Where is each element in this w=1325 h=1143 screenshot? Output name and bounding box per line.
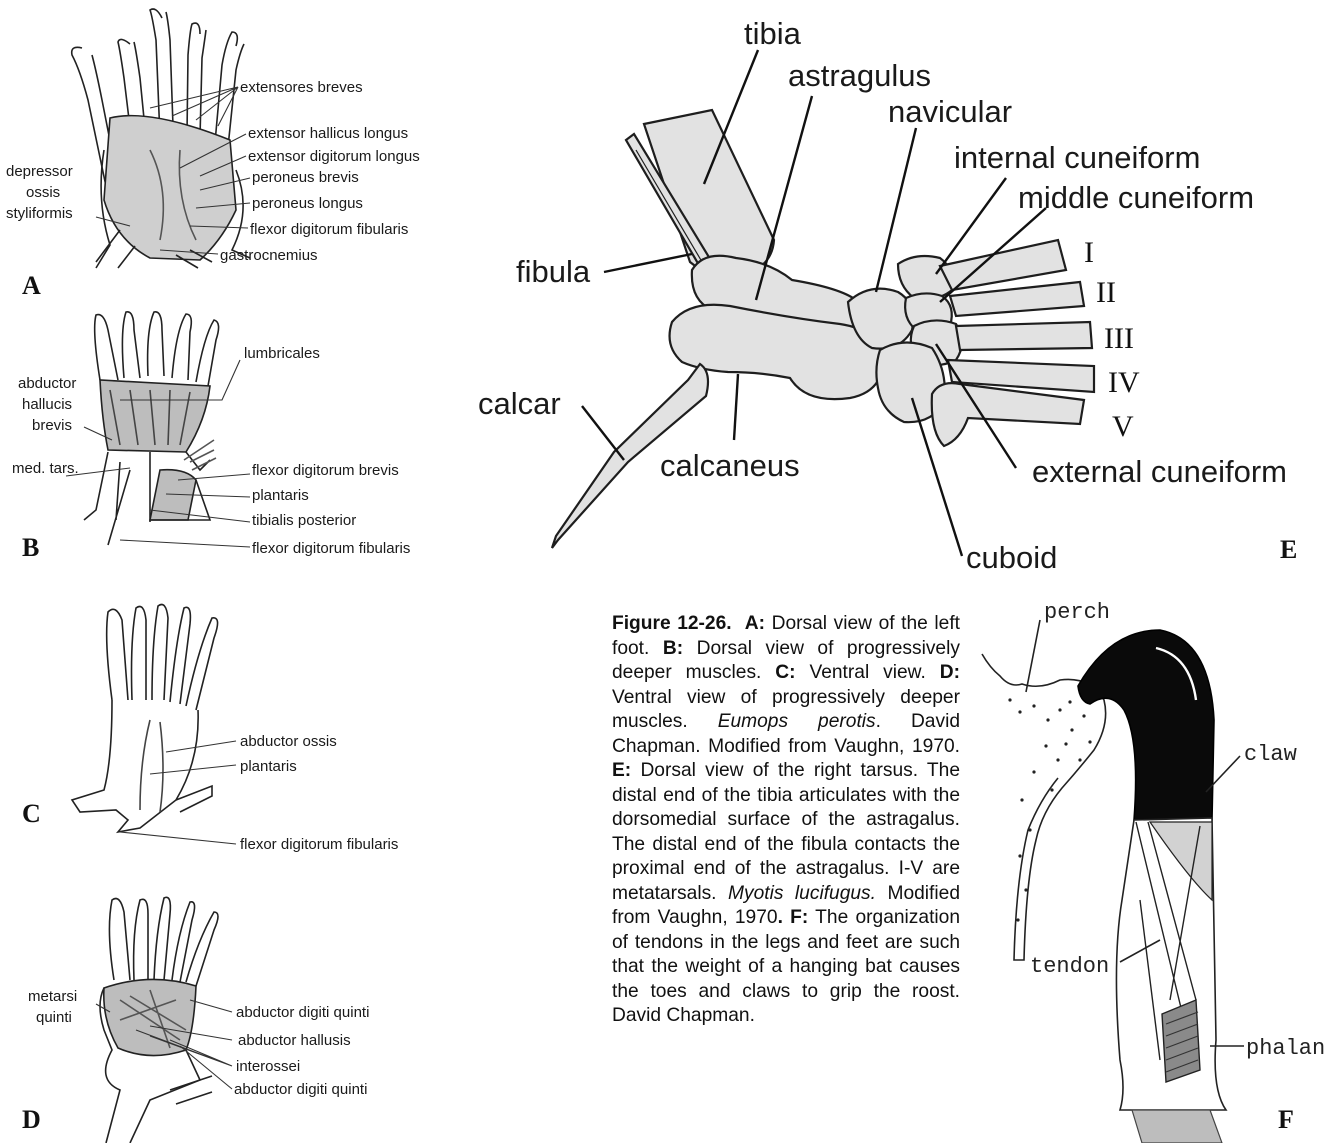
label-external-cuneiform: external cuneiform — [1032, 454, 1287, 489]
caption-c-label: C: — [775, 662, 795, 683]
panel-letter-a: A — [22, 271, 41, 300]
label-tibia: tibia — [744, 16, 802, 51]
label-extensor-hallicus-longus: extensor hallicus longus — [248, 125, 408, 142]
caption-c-text: Ventral view. — [809, 662, 925, 683]
label-astragulus: astragulus — [788, 58, 931, 93]
panel-d-foot-drawing — [100, 897, 218, 1143]
label-navicular: navicular — [888, 94, 1012, 129]
perch-texture — [1008, 698, 1091, 921]
label-lumbricales: lumbricales — [244, 345, 320, 362]
label-quinti: quinti — [36, 1009, 72, 1026]
panel-d-labels: metarsi quinti abductor digiti quinti ab… — [22, 988, 369, 1134]
label-styliformis: styliformis — [6, 205, 73, 222]
panel-a-foot-drawing — [72, 9, 250, 268]
label-calcaneus: calcaneus — [660, 448, 800, 483]
label-calcar: calcar — [478, 386, 561, 421]
caption-e-label: E: — [612, 760, 631, 781]
label-flexor-digitorum-fibularis: flexor digitorum fibularis — [250, 221, 408, 238]
panel-e-tarsus-drawing — [552, 110, 1094, 548]
metatarsal-label-4: IV — [1108, 366, 1140, 399]
label-abductor: abductor — [18, 375, 76, 392]
label-perch: perch — [1044, 600, 1110, 625]
caption-d-label: D: — [940, 662, 960, 683]
label-plantaris-c: plantaris — [240, 758, 297, 775]
label-extensores-breves: extensores breves — [240, 79, 363, 96]
label-brevis: brevis — [32, 417, 72, 434]
metatarsal-label-3: III — [1104, 322, 1134, 355]
label-fibula: fibula — [516, 254, 591, 289]
label-extensor-digitorum-longus: extensor digitorum longus — [248, 148, 420, 165]
metatarsal-label-2: II — [1096, 276, 1116, 309]
label-gastrocnemius: gastrocnemius — [220, 247, 318, 264]
label-hallucis: hallucis — [22, 396, 72, 413]
label-abductor-digiti-quinti-top: abductor digiti quinti — [236, 1004, 369, 1021]
figure-caption: Figure 12-26. A: Dorsal view of the left… — [612, 612, 960, 1029]
label-flexor-digitorum-fibularis-c: flexor digitorum fibularis — [240, 836, 398, 853]
caption-species-2: Myotis lucifugus. — [728, 883, 876, 904]
panel-letter-e: E — [1280, 535, 1297, 564]
label-abductor-ossis: abductor ossis — [240, 733, 337, 750]
panel-letter-c: C — [22, 799, 41, 828]
label-tendon: tendon — [1030, 954, 1109, 979]
label-claw: claw — [1244, 742, 1297, 767]
label-flexor-digitorum-fibularis: flexor digitorum fibularis — [252, 540, 410, 557]
label-interossei: interossei — [236, 1058, 300, 1075]
panel-letter-b: B — [22, 533, 39, 562]
label-depressor: depressor — [6, 163, 73, 180]
label-metarsi: metarsi — [28, 988, 77, 1005]
label-internal-cuneiform: internal cuneiform — [954, 140, 1200, 175]
label-ossis: ossis — [26, 184, 60, 201]
label-tibialis-posterior: tibialis posterior — [252, 512, 356, 529]
label-abductor-hallusis: abductor hallusis — [238, 1032, 351, 1049]
panel-letter-d: D — [22, 1105, 41, 1134]
panel-b-labels: lumbricales abductor hallucis brevis med… — [12, 345, 410, 562]
label-abductor-digiti-quinti-bottom: abductor digiti quinti — [234, 1081, 367, 1098]
caption-species-1: Eumops perotis — [718, 711, 876, 732]
panel-letter-f: F — [1278, 1105, 1294, 1134]
metatarsal-label-1: I — [1084, 236, 1094, 269]
panel-c-foot-drawing — [72, 605, 218, 833]
caption-figure-label: Figure 12-26. — [612, 613, 732, 634]
label-med-tars: med. tars. — [12, 460, 79, 477]
label-flexor-digitorum-brevis: flexor digitorum brevis — [252, 462, 399, 479]
caption-a-label: A: — [745, 613, 765, 634]
label-middle-cuneiform: middle cuneiform — [1018, 180, 1254, 215]
panel-c-labels: abductor ossis plantaris flexor digitoru… — [22, 733, 398, 853]
label-peroneus-longus: peroneus longus — [252, 195, 363, 212]
panel-f-claw-drawing — [982, 630, 1226, 1143]
label-cuboid: cuboid — [966, 540, 1057, 575]
caption-f-label: F: — [790, 907, 808, 928]
label-phalanx: phalan — [1246, 1036, 1325, 1061]
metatarsal-label-5: V — [1112, 410, 1134, 443]
caption-b-label: B: — [663, 638, 683, 659]
label-peroneus-brevis: peroneus brevis — [252, 169, 359, 186]
label-plantaris: plantaris — [252, 487, 309, 504]
